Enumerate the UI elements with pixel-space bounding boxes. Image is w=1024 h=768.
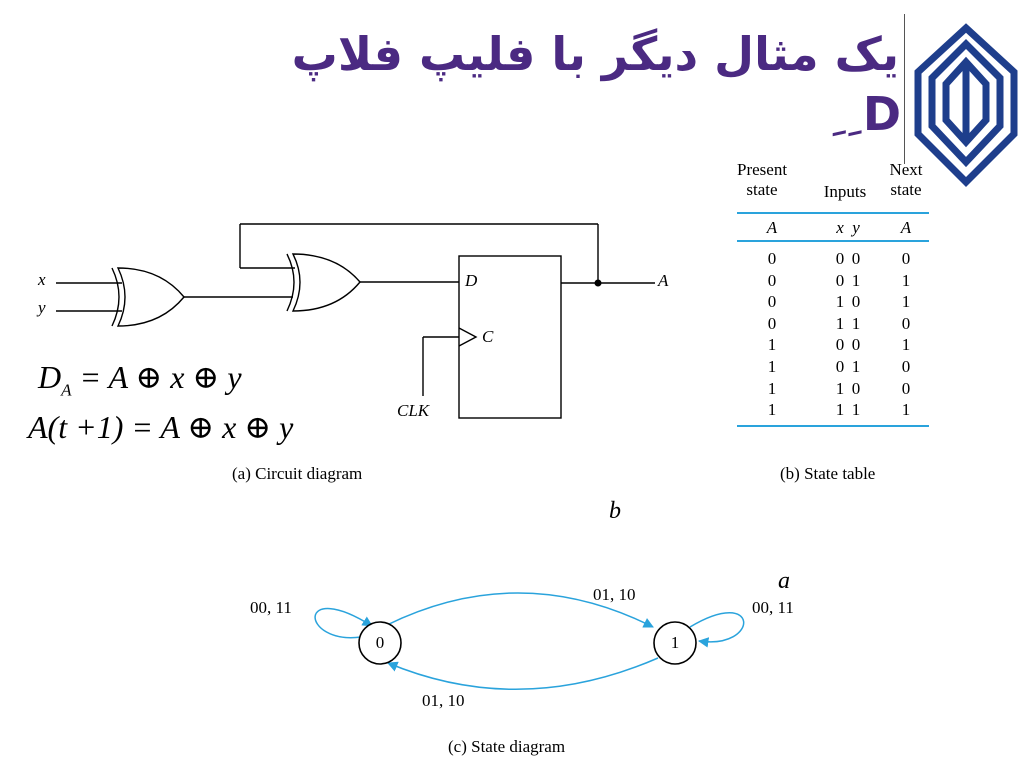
table-cell: 1 — [851, 270, 861, 290]
next-header-line2: state — [890, 180, 922, 199]
label-a: a — [778, 568, 790, 594]
output-a-label: A — [658, 271, 669, 290]
var-y: y — [852, 218, 860, 237]
table-cell: 1 — [835, 400, 845, 420]
table-cell: 1 — [767, 356, 777, 376]
table-cell: 0 — [901, 356, 911, 376]
equation-next-state: A(t +1) = A ⊕ x ⊕ y — [28, 409, 294, 445]
table-cell: 1 — [901, 292, 911, 312]
equation-da-sub: A — [61, 380, 72, 400]
table-cell: 0 — [835, 335, 845, 355]
loop-1-label: 00, 11 — [752, 598, 794, 617]
table-cell: 0 — [901, 313, 911, 333]
table-cell: 1 — [901, 270, 911, 290]
edge-1-to-0 — [387, 657, 659, 691]
state-1-label: 1 — [670, 633, 680, 652]
present-header-line1: Present — [737, 160, 788, 179]
state-diagram-caption: (c) State diagram — [448, 737, 566, 756]
title-line-1: یک مثال دیگر با فلیپ فلاپ — [291, 27, 899, 81]
state-1-node — [653, 621, 697, 665]
inputs-header: Inputs — [823, 182, 867, 201]
loop-0-label: 00, 11 — [250, 598, 292, 617]
equation-da-rhs: = A ⊕ x ⊕ y — [79, 359, 242, 395]
table-cell: 1 — [901, 335, 911, 355]
circuit-diagram — [56, 223, 655, 419]
table-cell: 0 — [851, 292, 861, 312]
table-cell: 1 — [835, 292, 845, 312]
input-x-label: x — [38, 270, 46, 289]
title-line-2: D ِ ِ — [831, 87, 901, 141]
table-cell: 0 — [835, 270, 845, 290]
table-cell: 0 — [835, 356, 845, 376]
table-rule-mid — [737, 240, 929, 242]
state-table-caption: (b) State table — [780, 464, 876, 483]
table-cell: 0 — [851, 335, 861, 355]
table-cell: 0 — [851, 378, 861, 398]
equation-da: DA = A ⊕ x ⊕ y — [38, 358, 242, 400]
input-y-label: y — [38, 298, 46, 317]
present-state-header: Present state — [737, 160, 787, 200]
table-cell: 0 — [835, 249, 845, 268]
table-cell: 0 — [901, 249, 911, 268]
edge-0-to-1 — [386, 592, 654, 628]
state-0-label: 0 — [375, 633, 385, 652]
table-cell: 1 — [767, 400, 777, 420]
table-cell: 1 — [767, 378, 777, 398]
table-rule-bottom — [737, 424, 929, 427]
edge-1-0-label: 01, 10 — [422, 691, 465, 710]
ff-c-pin-label: C — [482, 327, 494, 346]
table-cell: 0 — [767, 313, 777, 333]
label-b: b — [609, 498, 621, 524]
table-cell: 1 — [835, 378, 845, 398]
table-cell: 1 — [851, 313, 861, 333]
next-state-header: Next state — [883, 160, 929, 200]
state-table-header: Present state Inputs Next state — [737, 160, 929, 212]
table-cell: 1 — [851, 400, 861, 420]
var-next-a: A — [900, 218, 912, 237]
table-cell: 0 — [767, 292, 777, 312]
circuit-caption: (a) Circuit diagram — [232, 464, 363, 483]
university-logo-icon — [914, 23, 1018, 187]
loop-state-1 — [689, 612, 745, 648]
state-0-node — [358, 621, 402, 665]
title-divider — [904, 14, 905, 164]
table-cell: 1 — [835, 313, 845, 333]
table-cell: 0 — [767, 249, 777, 268]
table-cell: 0 — [767, 270, 777, 290]
table-cell: 0 — [851, 249, 861, 268]
table-cell: 1 — [851, 356, 861, 376]
var-x: x — [836, 218, 844, 237]
loop-state-0 — [314, 607, 373, 639]
variable-header-row: A x y A — [737, 214, 929, 240]
edge-0-1-label: 01, 10 — [593, 585, 636, 604]
equation-da-lhs: D — [38, 359, 62, 395]
table-cell: 0 — [901, 378, 911, 398]
ff-d-pin-label: D — [465, 271, 478, 290]
state-table: Present state Inputs Next state A x y A … — [737, 160, 929, 427]
next-header-line1: Next — [889, 160, 923, 179]
table-rule-top — [737, 212, 929, 214]
present-header-line2: state — [746, 180, 778, 199]
var-a: A — [766, 218, 778, 237]
clk-label: CLK — [397, 401, 430, 420]
table-cell: 1 — [767, 335, 777, 355]
slide-title: یک مثال دیگر با فلیپ فلاپ D ِ ِ — [199, 24, 901, 144]
table-cell: 1 — [901, 400, 911, 420]
